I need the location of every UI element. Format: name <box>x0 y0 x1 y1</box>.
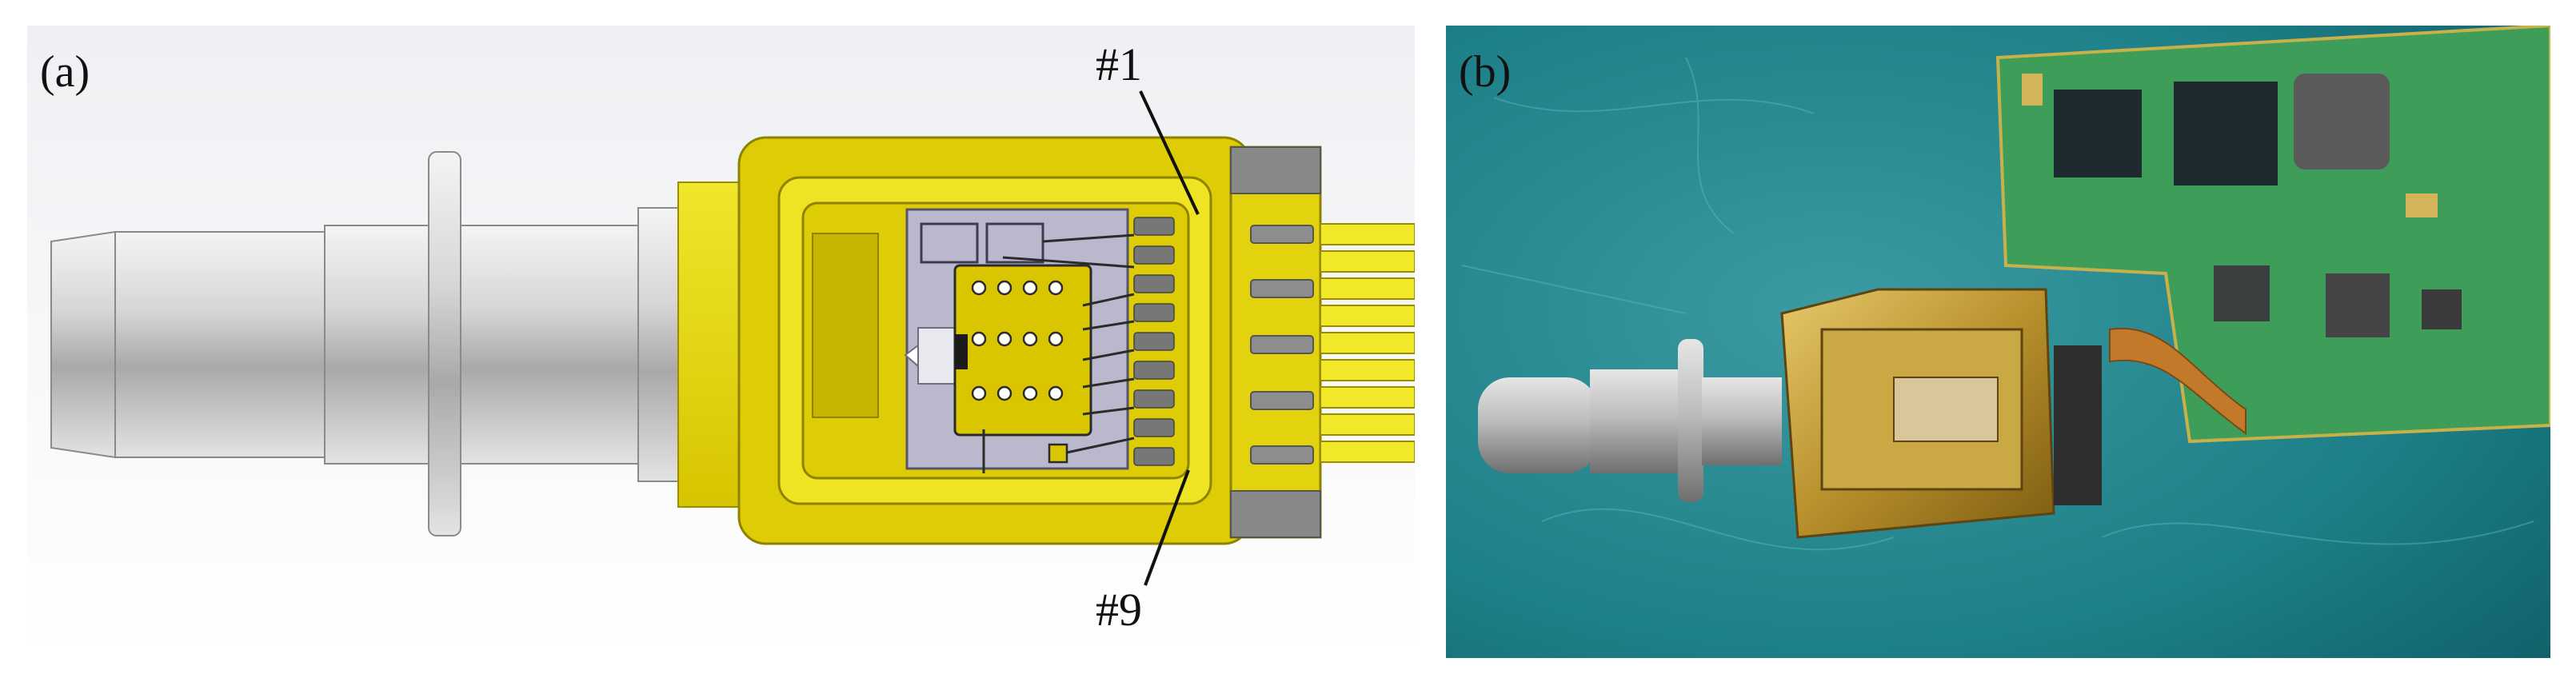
panel-b-tag: (b) <box>1459 47 1512 97</box>
photo-substrate <box>1893 377 1999 442</box>
panel-a-cad-drawing: (a) #1 #9 <box>27 26 1415 658</box>
photo-fiber-receptacle <box>1478 339 1782 502</box>
callout-leader-9 <box>1144 469 1190 586</box>
pin-1-callout: #1 <box>1096 38 1142 90</box>
photo-pins <box>2054 345 2102 505</box>
callout-leader-1 <box>1139 90 1200 215</box>
panel-a-tag: (a) <box>40 47 90 97</box>
internal-pads <box>1133 217 1175 466</box>
lens-block <box>812 233 879 418</box>
gold-collar <box>677 181 740 508</box>
cad-drawing-svg <box>27 26 1415 658</box>
flex-leads <box>1320 223 1415 463</box>
module-photo-svg <box>1446 26 2550 658</box>
bond-wires <box>1002 233 1135 454</box>
panel-b-photo: (b) <box>1446 26 2550 658</box>
fiber-receptacle <box>50 151 679 536</box>
flange-ring <box>428 151 461 536</box>
mat-scratches <box>1461 57 2534 551</box>
pin-9-callout: #9 <box>1096 584 1142 636</box>
driver-pcb <box>1995 26 2550 444</box>
laser-chip <box>917 327 961 385</box>
driver-chip <box>953 264 1092 473</box>
flex-cable <box>2109 327 2247 435</box>
rf-feedthrough <box>1229 146 1322 539</box>
photo-tosa-housing <box>1780 288 2102 539</box>
